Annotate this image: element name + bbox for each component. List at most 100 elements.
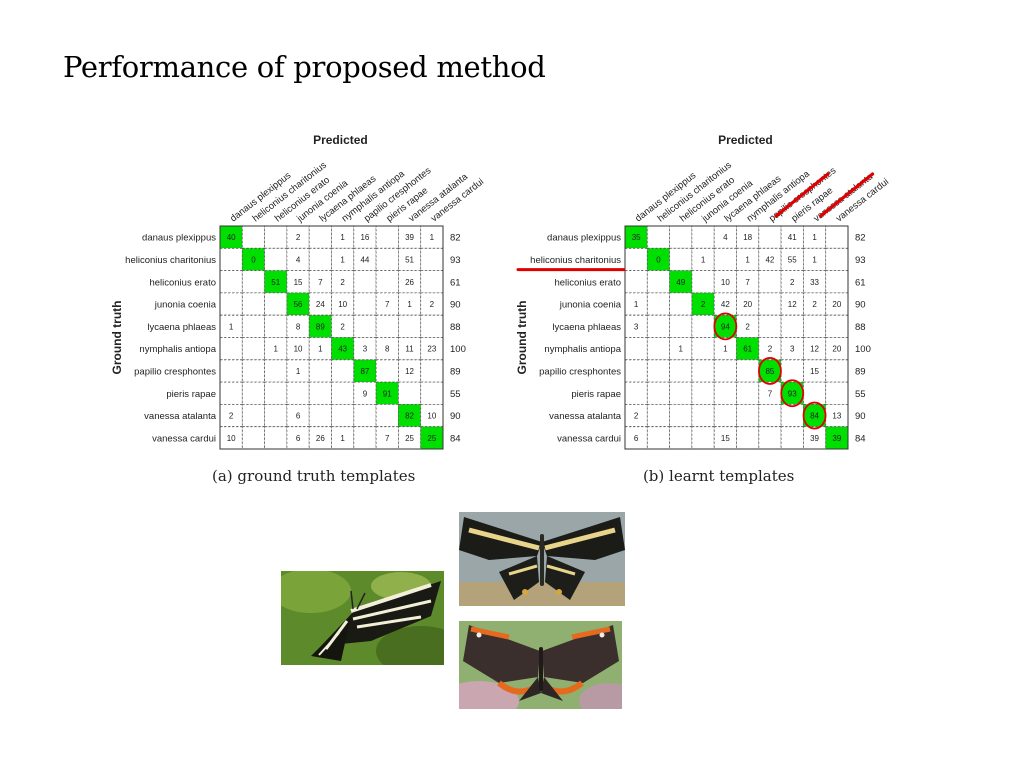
matrix-cell bbox=[713, 381, 737, 405]
cell-value: 13 bbox=[832, 412, 841, 421]
row-label: heliconius charitonius bbox=[125, 255, 216, 266]
matrix-cell bbox=[825, 270, 849, 294]
matrix-cell bbox=[331, 381, 355, 405]
cell-value: 1 bbox=[812, 255, 817, 264]
cell-value: 1 bbox=[318, 345, 323, 354]
cell-value: 55 bbox=[788, 255, 797, 264]
cell-value: 26 bbox=[316, 434, 325, 443]
cell-value: 84 bbox=[810, 412, 819, 421]
row-label: danaus plexippus bbox=[547, 233, 621, 244]
row-label: heliconius charitonius bbox=[530, 255, 621, 266]
cell-value: 33 bbox=[810, 278, 819, 287]
chart-caption: (a) ground truth templates bbox=[212, 467, 415, 485]
matrix-cell bbox=[397, 247, 422, 272]
matrix-cell bbox=[669, 247, 693, 272]
cell-value: 4 bbox=[296, 255, 301, 264]
cell-value: 39 bbox=[405, 233, 414, 242]
cell-value: 15 bbox=[721, 434, 730, 443]
matrix-cell bbox=[397, 403, 422, 428]
row-total: 90 bbox=[855, 411, 866, 422]
matrix-cell bbox=[331, 314, 355, 338]
row-label: junonia coenia bbox=[559, 300, 622, 311]
matrix-cell bbox=[286, 292, 310, 316]
matrix-cell bbox=[691, 403, 715, 428]
matrix-cell bbox=[825, 247, 849, 272]
matrix-cell bbox=[264, 225, 288, 249]
row-label: pieris rapae bbox=[571, 389, 621, 400]
cell-value: 40 bbox=[227, 233, 236, 242]
matrix-cell bbox=[802, 381, 827, 405]
matrix-cell bbox=[286, 359, 310, 383]
cell-value: 35 bbox=[632, 233, 641, 242]
cell-value: 10 bbox=[227, 434, 236, 443]
matrix-cell bbox=[624, 403, 648, 428]
row-total: 82 bbox=[855, 233, 866, 244]
cell-value: 1 bbox=[701, 255, 706, 264]
matrix-cell bbox=[241, 292, 266, 316]
matrix-cell bbox=[758, 292, 782, 316]
row-label: vanessa atalanta bbox=[144, 411, 217, 422]
matrix-cell bbox=[825, 225, 849, 249]
row-total: 82 bbox=[450, 233, 461, 244]
matrix-cell bbox=[713, 403, 737, 428]
y-axis-label: Ground truth bbox=[110, 301, 124, 375]
matrix-cell bbox=[219, 337, 243, 361]
cell-value: 39 bbox=[810, 434, 819, 443]
red-admiral-butterfly-icon bbox=[459, 621, 622, 709]
matrix-cell bbox=[624, 247, 648, 272]
zebra-longwing-photo bbox=[281, 571, 444, 665]
matrix-cell bbox=[353, 292, 377, 316]
matrix-cell bbox=[241, 381, 266, 405]
matrix-cell bbox=[780, 403, 804, 428]
matrix-cell bbox=[669, 359, 693, 383]
cell-value: 6 bbox=[296, 434, 301, 443]
matrix-cell bbox=[264, 359, 288, 383]
matrix-cell bbox=[264, 381, 288, 405]
row-total: 88 bbox=[450, 322, 461, 333]
chart-title: Predicted bbox=[313, 133, 368, 147]
matrix-cell bbox=[420, 314, 444, 338]
row-total: 84 bbox=[855, 433, 866, 444]
matrix-cell bbox=[420, 381, 444, 405]
matrix-cell bbox=[802, 359, 827, 383]
highlight-circle bbox=[758, 357, 782, 385]
matrix-cell bbox=[241, 337, 266, 361]
matrix-cell bbox=[691, 337, 715, 361]
matrix-cell bbox=[375, 225, 399, 249]
cell-value: 20 bbox=[832, 345, 841, 354]
matrix-cell bbox=[802, 270, 827, 294]
matrix-cell bbox=[397, 381, 422, 405]
matrix-cell bbox=[802, 225, 827, 249]
cell-value: 91 bbox=[383, 389, 392, 398]
matrix-cell bbox=[758, 403, 782, 428]
matrix-cell bbox=[219, 292, 243, 316]
matrix-cell bbox=[646, 225, 671, 249]
matrix-cell bbox=[624, 337, 648, 361]
cell-value: 10 bbox=[721, 278, 730, 287]
matrix-cell bbox=[286, 225, 310, 249]
chart-title: Predicted bbox=[718, 133, 773, 147]
cell-value: 2 bbox=[745, 322, 750, 331]
highlight-circle bbox=[802, 401, 827, 430]
swallowtail-photo bbox=[459, 512, 625, 606]
matrix-cell bbox=[669, 292, 693, 316]
cell-value: 12 bbox=[788, 300, 797, 309]
row-label: nymphalis antiopa bbox=[139, 344, 216, 355]
cell-value: 6 bbox=[634, 434, 639, 443]
cell-value: 2 bbox=[768, 345, 773, 354]
matrix-cell bbox=[397, 426, 422, 450]
matrix-cell bbox=[802, 426, 827, 450]
cell-value: 7 bbox=[768, 389, 773, 398]
matrix-cell bbox=[264, 247, 288, 272]
matrix-cell bbox=[397, 292, 422, 316]
cell-value: 2 bbox=[430, 300, 435, 309]
cell-value: 20 bbox=[743, 300, 752, 309]
cell-value: 49 bbox=[676, 278, 685, 287]
cell-value: 2 bbox=[701, 300, 706, 309]
matrix-border bbox=[624, 225, 849, 450]
matrix-cell bbox=[219, 247, 243, 272]
cell-value: 0 bbox=[656, 255, 661, 264]
matrix-cell bbox=[624, 359, 648, 383]
matrix-cell bbox=[219, 381, 243, 405]
row-total: 100 bbox=[855, 344, 871, 355]
